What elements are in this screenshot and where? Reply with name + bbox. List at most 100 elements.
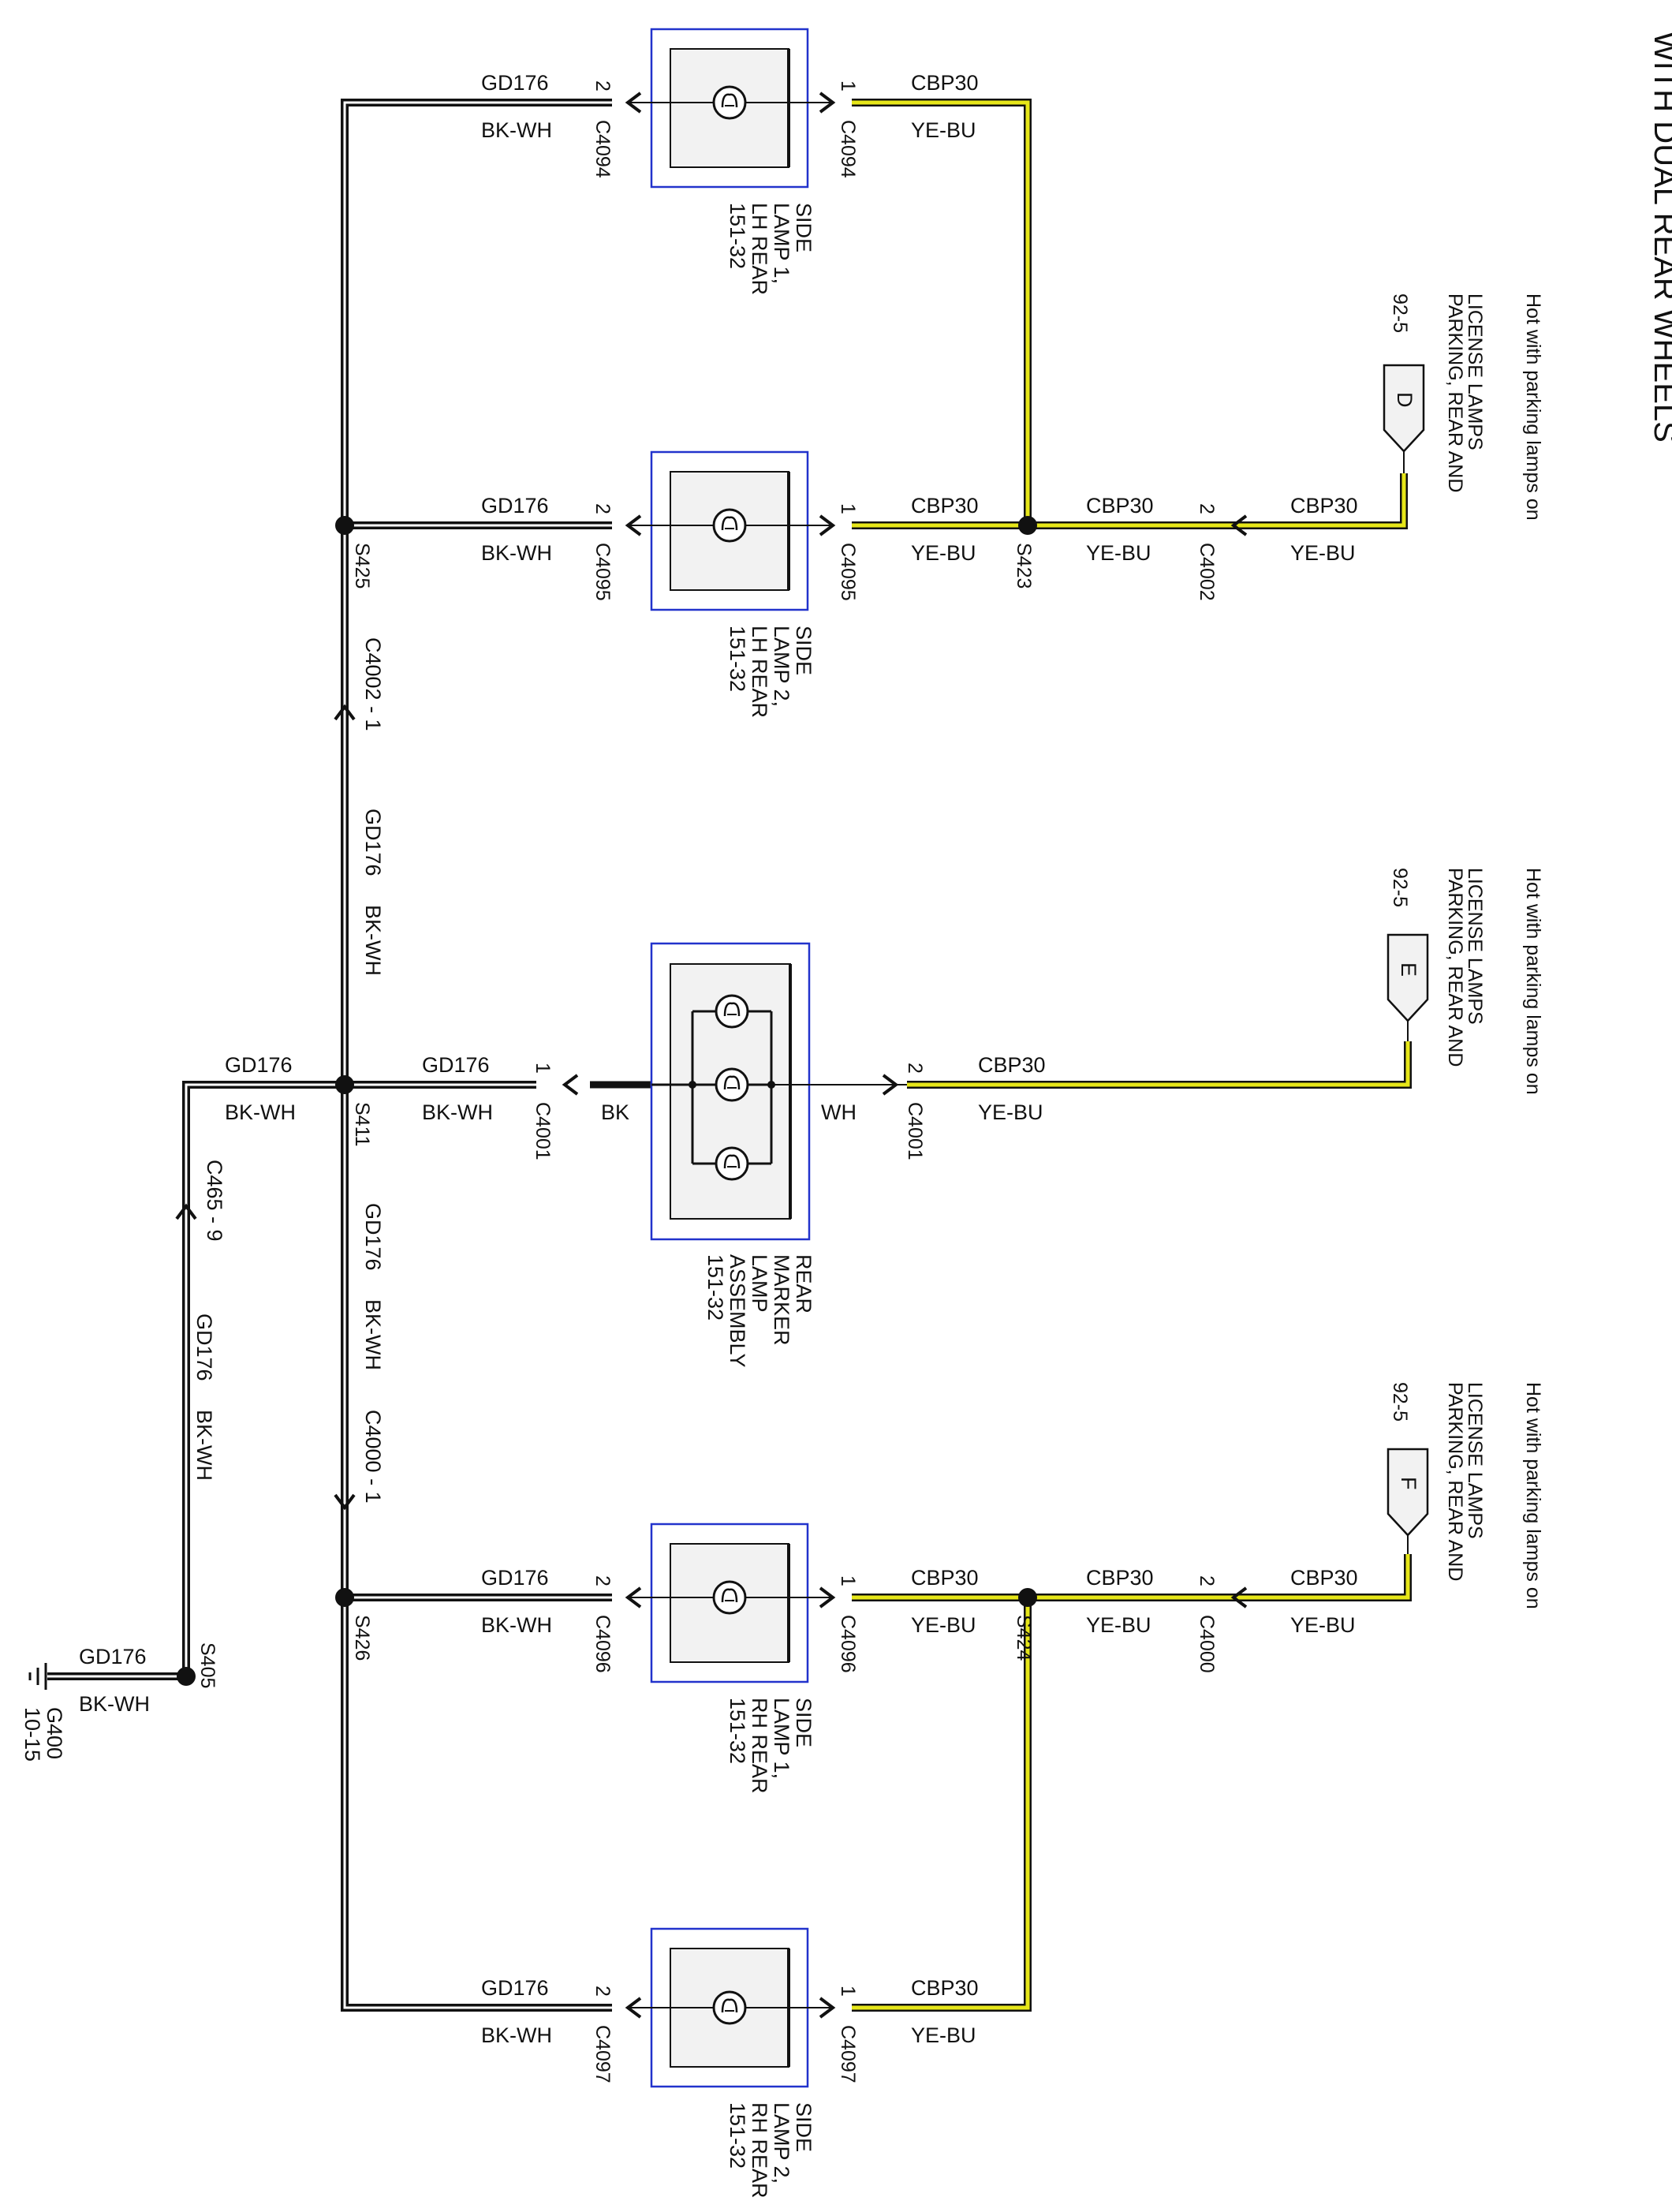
splice-dots [177, 516, 1037, 1686]
component-name: REAR [792, 1254, 815, 1313]
component-name: LAMP 2, [770, 2102, 793, 2184]
bulb-icon [715, 1146, 749, 1181]
splice-label: S405 [196, 1642, 218, 1688]
pin-number: 2 [592, 80, 614, 92]
component-page-ref: 151-32 [726, 626, 749, 692]
wire-circuit-label: GD176 [79, 1645, 147, 1668]
ground-wires [47, 99, 612, 2012]
wire-circuit-label: GD176 [422, 1053, 490, 1077]
wire-color-label: BK-WH [422, 1100, 493, 1124]
connector-label: C4096 [837, 1615, 859, 1673]
splice-labels: S423 S424 S425 S411 S426 S405 [196, 543, 1035, 1688]
vertical-wire-labels: GD176 BK-WH GD176 BK-WH GD176 BK-WH [192, 809, 385, 1481]
pin-number: 2 [1196, 1575, 1218, 1586]
splice-label: S426 [351, 1615, 373, 1661]
power-source-F: F 92-5 PARKING, REAR AND LICENSE LAMPS H… [1386, 1382, 1544, 1609]
ground-symbol [28, 1663, 47, 1690]
wire-color-label: BK-WH [481, 541, 552, 565]
wire-circuit-label: GD176 [361, 809, 385, 876]
component-name: LH REAR [748, 203, 771, 295]
supply-wires [590, 99, 1412, 2012]
pin-number: 2 [592, 1575, 614, 1586]
wire-color-label: YE-BU [911, 1613, 976, 1637]
component-name: LAMP 2, [770, 626, 793, 707]
splice-label: S425 [351, 543, 373, 588]
power-page-ref: 92-5 [1389, 293, 1411, 333]
power-desc: LICENSE LAMPS [1464, 868, 1486, 1025]
connector-label: C4094 [592, 120, 614, 178]
connector-label: C4097 [837, 2025, 859, 2083]
component-name: RH REAR [748, 1698, 771, 1794]
wire-color-label: BK-WH [481, 1613, 552, 1637]
bulb-icon [712, 508, 747, 543]
wire-circuit-label: CBP30 [1086, 1566, 1154, 1590]
component-name: SIDE [792, 2102, 815, 2152]
wire-circuit-label: GD176 [481, 1976, 549, 2000]
wire-circuit-label: CBP30 [911, 1566, 979, 1590]
pin-number: 1 [837, 1575, 859, 1586]
power-page-ref: 92-5 [1389, 1382, 1411, 1422]
connector-label: C465 - 9 [203, 1160, 226, 1242]
component-name: LAMP [748, 1254, 771, 1313]
bulb-icon [715, 1067, 749, 1102]
wire-circuit-label: GD176 [192, 1313, 216, 1381]
connector-label: C4096 [592, 1615, 614, 1673]
lamp-2-lh-rear-box [628, 450, 833, 611]
pin-number: 1 [837, 503, 859, 514]
wire-circuit-label: CBP30 [911, 1976, 979, 2000]
wire-circuit-label: CBP30 [1086, 494, 1154, 518]
wire-color-label: BK-WH [361, 1299, 385, 1370]
bulb-icon [715, 994, 749, 1029]
splice-label: S424 [1013, 1615, 1035, 1661]
connector-label: C4001 [904, 1102, 926, 1160]
pin-number: 2 [592, 503, 614, 514]
splice-label: S423 [1013, 543, 1035, 588]
wire-color-label: YE-BU [978, 1100, 1043, 1124]
pin-number: 2 [1196, 503, 1218, 514]
component-name: LAMP 1, [770, 203, 793, 284]
ground-label: G400 10-15 [21, 1707, 66, 1762]
power-hot-note: Hot with parking lamps on [1522, 1382, 1544, 1609]
pin-number: 2 [904, 1063, 926, 1074]
wire-color-label: YE-BU [911, 541, 976, 565]
power-letter: F [1397, 1477, 1420, 1490]
wire-circuit-label: GD176 [361, 1203, 385, 1271]
component-page-ref: 151-32 [726, 203, 749, 269]
power-source-E: E 92-5 PARKING, REAR AND LICENSE LAMPS H… [1386, 868, 1544, 1095]
power-desc: LICENSE LAMPS [1464, 293, 1486, 450]
pin-number: 1 [532, 1063, 554, 1074]
power-desc: LICENSE LAMPS [1464, 1382, 1486, 1539]
component-page-ref: 151-32 [726, 1698, 749, 1764]
power-desc: PARKING, REAR AND [1444, 293, 1466, 492]
splice-s423-dot [1018, 516, 1037, 535]
lamp-1-rh-rear-box [628, 1523, 833, 1683]
wire-color-label: YE-BU [911, 2023, 976, 2047]
component-page-ref: 151-32 [704, 1254, 727, 1321]
pin-numbers: 2 1 2 1 2 1 2 2 1 2 2 1 [532, 80, 1218, 1997]
splice-s411-dot [335, 1075, 354, 1094]
power-desc: PARKING, REAR AND [1444, 1382, 1466, 1581]
wire-color-label: YE-BU [911, 118, 976, 142]
wire-color-label: BK-WH [481, 118, 552, 142]
wire-circuit-label: GD176 [225, 1053, 293, 1077]
component-page-ref: 151-32 [726, 2102, 749, 2169]
power-page-ref: 92-5 [1389, 868, 1411, 907]
wire-circuit-label: CBP30 [911, 71, 979, 95]
bulb-icon [712, 85, 747, 120]
component-name: SIDE [792, 1698, 815, 1747]
connector-label: C4097 [592, 2025, 614, 2083]
splice-s425-dot [335, 516, 354, 535]
power-hot-note: Hot with parking lamps on [1522, 868, 1544, 1095]
component-name: LAMP 1, [770, 1698, 793, 1779]
splice-s405-dot [177, 1667, 196, 1686]
wire-color-label: YE-BU [1086, 1613, 1151, 1637]
wire-color-label: YE-BU [1290, 1613, 1356, 1637]
pin-number: 2 [592, 1986, 614, 1997]
wire-color-label: BK-WH [79, 1692, 150, 1716]
component-name: MARKER [770, 1254, 793, 1346]
wire-color-label: BK-WH [481, 2023, 552, 2047]
power-letter: E [1397, 962, 1420, 977]
component-name: LH REAR [748, 626, 771, 718]
wire-color-label: YE-BU [1290, 541, 1356, 565]
